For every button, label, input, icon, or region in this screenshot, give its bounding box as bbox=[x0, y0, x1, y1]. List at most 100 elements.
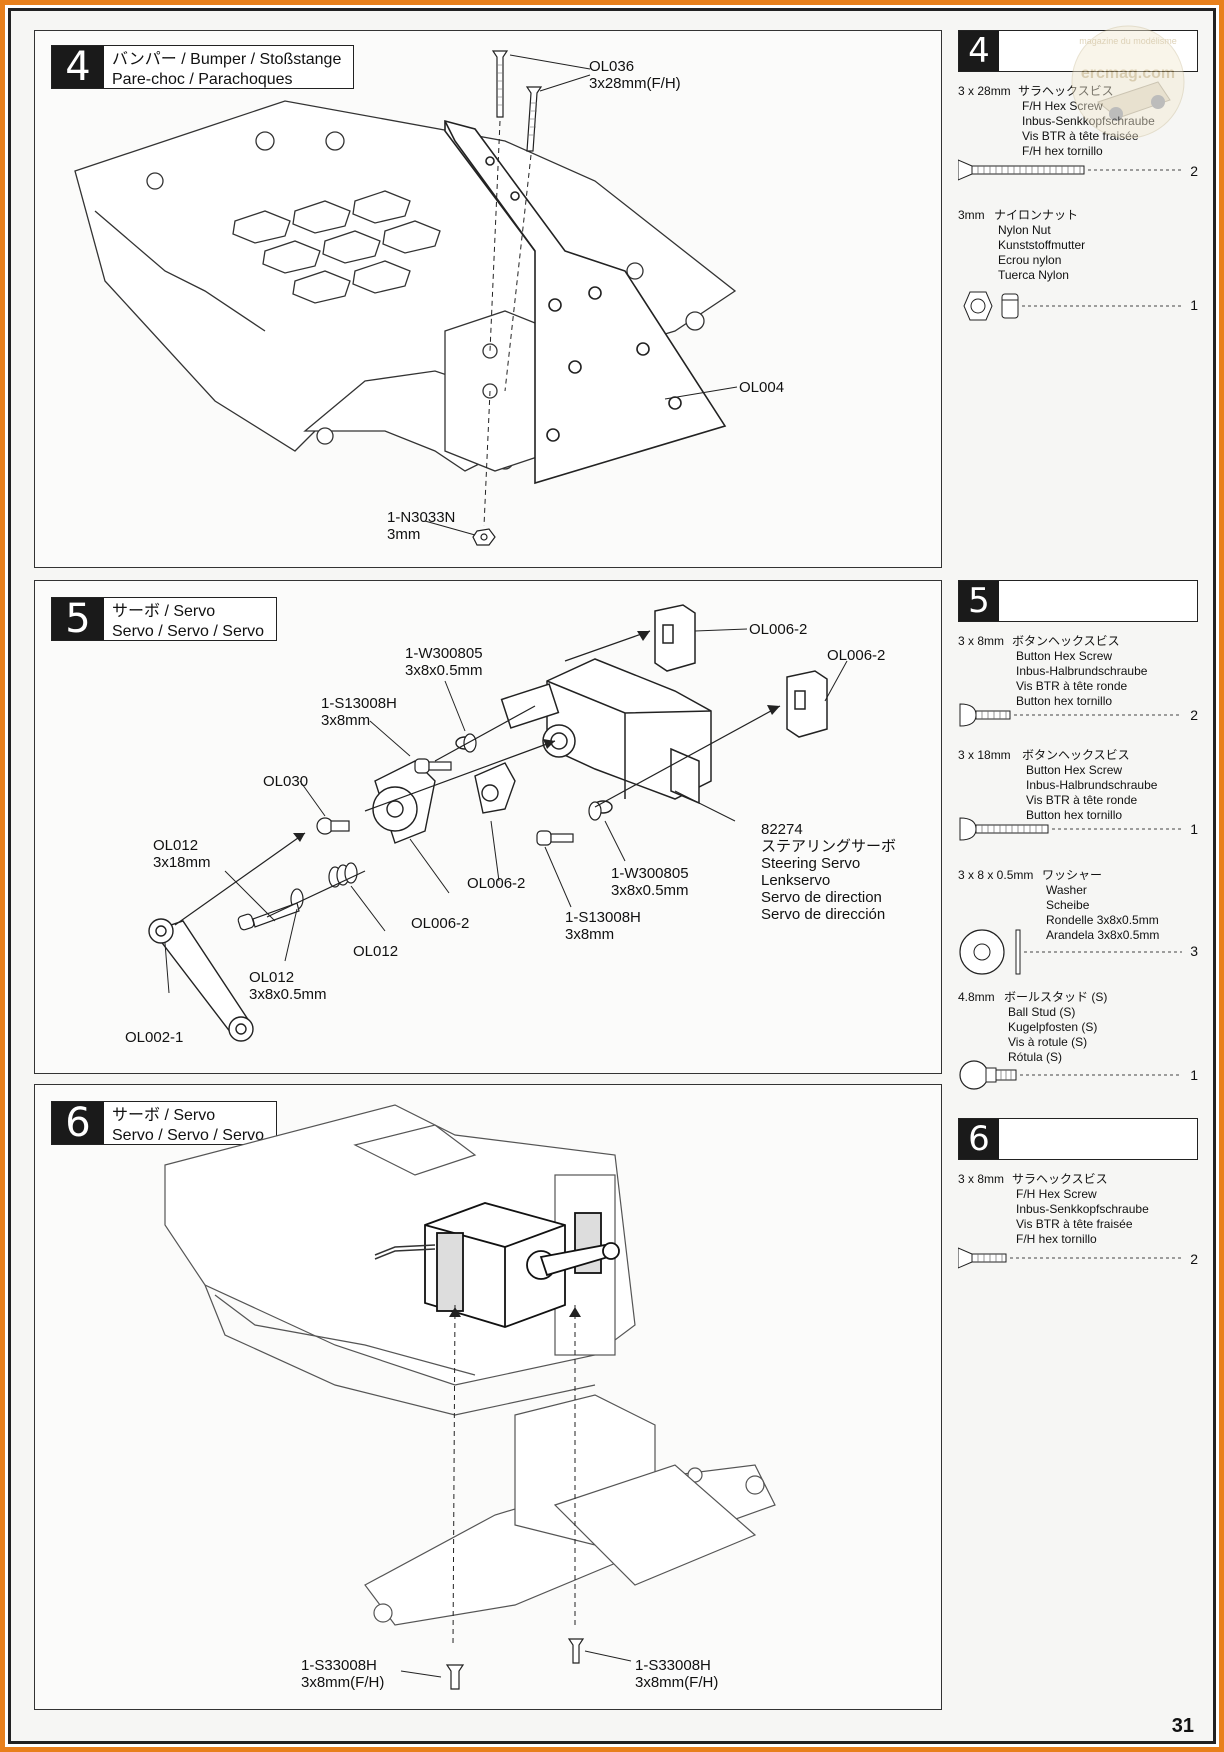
parts-5-item-2-size: 3 x 18mm bbox=[958, 748, 1011, 762]
callout-1-s13008h-a: 1-S13008H 3x8mm bbox=[321, 695, 397, 729]
parts-6-item-1-name-jp: サラヘックスビス bbox=[1012, 1172, 1108, 1186]
parts-5-item-2-name-en: Button Hex Screw bbox=[1026, 763, 1123, 777]
countersunk-screw-long-icon bbox=[958, 159, 1182, 181]
parts-4-item-2-qty: 1 bbox=[1190, 297, 1198, 313]
callout-ol012-a-code: OL012 bbox=[153, 837, 199, 854]
step-6-title: サーボ / Servo Servo / Servo / Servo bbox=[104, 1102, 276, 1144]
callout-ol006-2-d-code: OL006-2 bbox=[411, 915, 470, 932]
callout-ol012-b-code: OL012 bbox=[353, 943, 399, 960]
step-5-number: 5 bbox=[52, 596, 104, 642]
callout-ol002-1-code: OL002-1 bbox=[125, 1029, 184, 1046]
parts-list-5-number: 5 bbox=[959, 581, 999, 621]
parts-5-item-3-name-es: Arandela 3x8x0.5mm bbox=[1046, 928, 1160, 942]
parts-4-item-nylon-nut: 3mm ナイロンナット Nylon Nut Kunststoffmutter E… bbox=[958, 208, 1198, 328]
callout-ol012-b: OL012 bbox=[353, 943, 398, 960]
servo-label: 82274 ステアリングサーボ Steering Servo Lenkservo… bbox=[761, 821, 896, 923]
button-screw-short-icon bbox=[959, 703, 1182, 727]
callout-1-s13008h-b-code: 1-S13008H bbox=[565, 909, 641, 926]
parts-4-item-2-name-jp: ナイロンナット bbox=[994, 208, 1079, 222]
step-4-title: バンパー / Bumper / Stoßstange Pare-choc / P… bbox=[104, 46, 353, 88]
bumper-assembly-drawing bbox=[74, 50, 738, 546]
parts-5-item-3-size: 3 x 8 x 0.5mm bbox=[958, 868, 1034, 882]
callout-ol012-c: OL012 3x8x0.5mm bbox=[249, 969, 327, 1003]
parts-5-item-2-name-jp: ボタンヘックスビス bbox=[1022, 748, 1130, 762]
parts-5-item-2-names: ボタンヘックスビス Button Hex Screw Inbus-Halbrun… bbox=[1022, 748, 1157, 823]
callout-ol012-c-code: OL012 bbox=[249, 969, 295, 986]
callout-1-s13008h-a-code: 1-S13008H bbox=[321, 695, 397, 712]
parts-5-item-4-name-de: Kugelpfosten (S) bbox=[1008, 1020, 1098, 1034]
callout-1-w300805-a-code: 1-W300805 bbox=[405, 645, 483, 662]
parts-5-item-2-qty: 1 bbox=[1190, 821, 1198, 837]
servo-name-es: Servo de dirección bbox=[761, 906, 886, 923]
callout-1-s33008h-b: 1-S33008H 3x8mm(F/H) bbox=[635, 1657, 718, 1691]
callout-1-s13008h-b: 1-S13008H 3x8mm bbox=[565, 909, 641, 943]
step-4-number: 4 bbox=[52, 44, 104, 90]
callout-1-n3033n-size: 3mm bbox=[387, 526, 421, 543]
parts-5-item-1-names: ボタンヘックスビス Button Hex Screw Inbus-Halbrun… bbox=[1012, 634, 1147, 709]
servo-name-jp: ステアリングサーボ bbox=[761, 838, 897, 855]
parts-5-item-4-name-es: Rótula (S) bbox=[1008, 1050, 1063, 1064]
watermark-tagline: magazine du modélisme bbox=[1079, 36, 1177, 46]
parts-6-item-1-qty: 2 bbox=[1190, 1251, 1198, 1267]
callout-ol006-2-a: OL006-2 bbox=[749, 621, 807, 638]
parts-4-item-2-name-fr: Ecrou nylon bbox=[998, 253, 1062, 267]
parts-5-item-3-names: ワッシャー Washer Scheibe Rondelle 3x8x0.5mm … bbox=[1042, 868, 1159, 943]
parts-list-6-header: 6 bbox=[958, 1118, 1198, 1160]
parts-4-item-1-name-en: F/H Hex Screw bbox=[1022, 99, 1103, 113]
parts-5-item-3-name-fr: Rondelle 3x8x0.5mm bbox=[1046, 913, 1159, 927]
parts-5-item-1-name-en: Button Hex Screw bbox=[1016, 649, 1113, 663]
washer-icon bbox=[959, 929, 1182, 975]
callout-1-n3033n-code: 1-N3033N bbox=[387, 509, 456, 526]
step-4-title-line2: Pare-choc / Parachoques bbox=[112, 71, 293, 88]
callout-ol002-1: OL002-1 bbox=[125, 1029, 183, 1046]
parts-4-item-1-qty: 2 bbox=[1190, 163, 1198, 179]
servo-install-drawing bbox=[164, 1104, 776, 1690]
callout-ol030: OL030 bbox=[263, 773, 308, 790]
parts-5-item-4-name-en: Ball Stud (S) bbox=[1008, 1005, 1076, 1019]
parts-4-item-1-name-jp: サラヘックスビス bbox=[1018, 84, 1114, 98]
step-4-title-line1: / Bumper / Stoßstange bbox=[176, 51, 342, 68]
callout-ol036-code: OL036 bbox=[589, 58, 635, 75]
parts-5-item-1-name-es: Button hex tornillo bbox=[1016, 694, 1113, 708]
callout-ol036-size: 3x28mm(F/H) bbox=[589, 75, 681, 92]
servo-name-de: Lenkservo bbox=[761, 872, 831, 889]
parts-list-6-number: 6 bbox=[959, 1119, 999, 1159]
parts-6-item-1-name-fr: Vis BTR à tête fraisée bbox=[1016, 1217, 1133, 1231]
parts-5-item-2-name-de: Inbus-Halbrundschraube bbox=[1026, 778, 1158, 792]
parts-5-item-1-name-jp: ボタンヘックスビス bbox=[1012, 634, 1120, 648]
parts-4-item-2-name-en: Nylon Nut bbox=[998, 223, 1051, 237]
parts-5-item-1-name-de: Inbus-Halbrundschraube bbox=[1016, 664, 1148, 678]
parts-5-item-2-name-es: Button hex tornillo bbox=[1026, 808, 1123, 822]
parts-4-item-1-size: 3 x 28mm bbox=[958, 84, 1011, 98]
servo-part-number: 82274 bbox=[761, 821, 803, 838]
parts-4-item-1-names: サラヘックスビス F/H Hex Screw Inbus-Senkkopfsch… bbox=[1018, 84, 1155, 159]
parts-list-4-header: 4 bbox=[958, 30, 1198, 72]
parts-5-item-button-screw-18: 3 x 18mm ボタンヘックスビス Button Hex Screw Inbu… bbox=[958, 748, 1198, 844]
parts-6-item-1-names: サラヘックスビス F/H Hex Screw Inbus-Senkkopfsch… bbox=[1012, 1172, 1149, 1247]
step-6-panel: 6 サーボ / Servo Servo / Servo / Servo bbox=[34, 1084, 942, 1710]
parts-6-item-1-name-es: F/H hex tornillo bbox=[1016, 1232, 1097, 1246]
parts-5-item-1-size: 3 x 8mm bbox=[958, 634, 1005, 648]
watermark-site: ercmag.com bbox=[1081, 65, 1175, 82]
callout-1-s33008h-b-size: 3x8mm(F/H) bbox=[635, 1674, 719, 1691]
parts-6-item-1-size: 3 x 8mm bbox=[958, 1172, 1005, 1186]
parts-4-item-2-names: ナイロンナット Nylon Nut Kunststoffmutter Ecrou… bbox=[994, 208, 1085, 283]
callout-ol006-2-d: OL006-2 bbox=[411, 915, 469, 932]
callout-1-s33008h-a-size: 3x8mm(F/H) bbox=[301, 1674, 385, 1691]
step-6-number: 6 bbox=[52, 1100, 104, 1146]
callout-1-n3033n: 1-N3033N 3mm bbox=[387, 509, 455, 543]
ercmag-watermark-logo: ercmag.com magazine du modélisme bbox=[1071, 25, 1185, 139]
callout-1-s13008h-a-size: 3x8mm bbox=[321, 712, 371, 729]
parts-5-item-button-screw-8: 3 x 8mm ボタンヘックスビス Button Hex Screw Inbus… bbox=[958, 634, 1198, 730]
step-5-title-box: 5 サーボ / Servo Servo / Servo / Servo bbox=[51, 596, 278, 642]
parts-5-item-3-name-jp: ワッシャー bbox=[1042, 868, 1103, 882]
step-4-title-jp: バンパー bbox=[112, 51, 177, 68]
step-5-panel: 5 サーボ / Servo Servo / Servo / Servo bbox=[34, 580, 942, 1074]
parts-4-item-fh-screw: 3 x 28mm サラヘックスビス F/H Hex Screw Inbus-Se… bbox=[958, 84, 1198, 184]
step-6-title-line2: Servo / Servo / Servo bbox=[112, 1127, 265, 1144]
parts-4-item-2-name-es: Tuerca Nylon bbox=[998, 268, 1069, 282]
parts-4-item-1-name-de: Inbus-Senkkopfschraube bbox=[1018, 114, 1155, 129]
parts-5-item-1-name-fr: Vis BTR à tête ronde bbox=[1016, 679, 1128, 693]
parts-5-item-4-qty: 1 bbox=[1190, 1067, 1198, 1083]
